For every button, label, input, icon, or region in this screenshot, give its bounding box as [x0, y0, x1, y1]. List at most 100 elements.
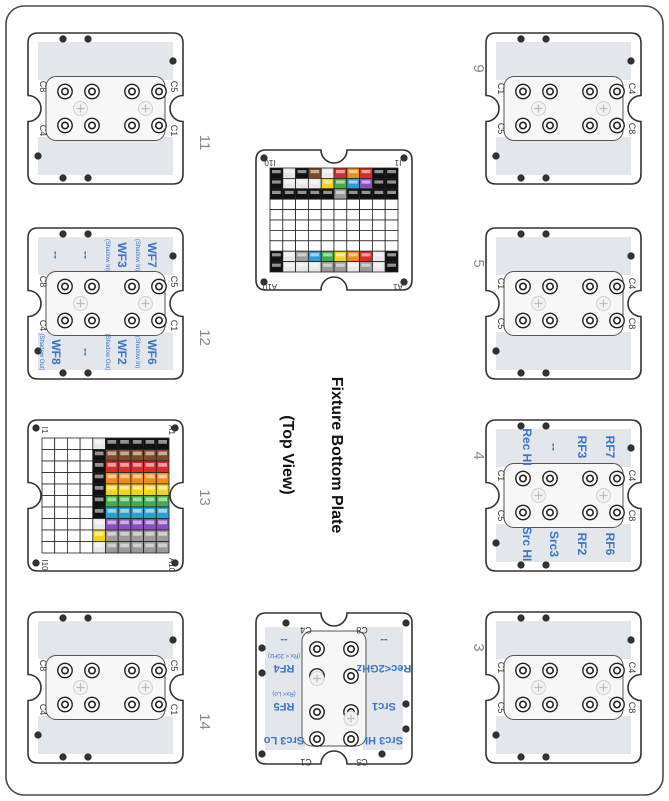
contact-pad-top	[496, 42, 631, 80]
screw-hole	[402, 619, 410, 627]
corner-label-c8: C8	[356, 625, 368, 635]
cell-label-strip	[310, 180, 320, 184]
corner-label-c5: C5	[169, 660, 179, 672]
grid-cell	[282, 219, 296, 231]
connector-pin	[155, 121, 164, 130]
cell-label-strip	[158, 463, 167, 467]
grid-cell	[54, 506, 68, 519]
cell-label-strip	[120, 463, 129, 467]
screw-hole	[517, 369, 525, 377]
cell-label-strip	[120, 543, 129, 548]
corner-label-c8: C8	[38, 276, 48, 288]
screw-hole	[542, 230, 550, 238]
cell-label-strip	[132, 486, 142, 490]
grid-cell	[67, 541, 81, 554]
contact-pad-top	[38, 621, 173, 659]
connector-pin	[545, 121, 554, 130]
corner-label-c4: C4	[627, 278, 637, 290]
cell-label-strip	[145, 497, 155, 502]
bottom-left-sublabel: (Rx< Lo)	[272, 690, 295, 696]
screw-hole	[169, 636, 177, 644]
cell-label-strip	[120, 497, 129, 502]
corner-label-c4: C4	[627, 83, 637, 95]
alignment-cross	[534, 683, 543, 692]
grid-corner-tl: I1	[40, 427, 49, 434]
grid-cell	[41, 506, 56, 519]
cell-label-strip	[145, 543, 155, 548]
screw-hole	[542, 753, 550, 761]
grid-cell	[41, 449, 56, 462]
connector-pin	[545, 282, 554, 291]
cell-label-strip	[387, 180, 396, 184]
wf-sublabel-top: (Shadow In)	[104, 239, 110, 271]
cell-label-strip	[374, 190, 384, 194]
wf-sublabel-bottom: (Shadow Out)	[38, 333, 44, 370]
connector-pin	[585, 700, 594, 709]
connector-pin	[518, 282, 527, 291]
screw-hole	[171, 559, 179, 567]
cell-label-strip	[94, 474, 104, 479]
cell-label-strip	[272, 253, 281, 257]
corner-label-c5: C5	[496, 318, 506, 330]
grid-cell	[54, 483, 68, 496]
grid-cell	[79, 449, 94, 462]
cell-label-strip	[297, 180, 307, 184]
cell-label-strip	[336, 170, 345, 174]
contact-pad-bottom	[38, 137, 173, 175]
cell-label-strip	[297, 263, 307, 267]
grid-cell	[359, 209, 373, 221]
cell-label-strip	[107, 532, 117, 536]
grid-cell	[320, 219, 335, 231]
cell-label-strip	[107, 509, 117, 513]
cell-label-strip	[145, 520, 155, 525]
cell-label-strip	[310, 170, 320, 174]
grid-cell	[359, 240, 373, 252]
wf-label-top: WF7	[145, 242, 159, 268]
cell-label-strip	[145, 463, 155, 467]
connector-pin	[128, 700, 137, 709]
cell-label-strip	[120, 451, 129, 456]
grid-cell	[307, 209, 322, 221]
connector-pin	[612, 474, 621, 483]
alignment-cross	[599, 683, 608, 692]
cell-label-strip	[94, 543, 104, 548]
cell-label-strip	[94, 509, 104, 513]
corner-label-c1: C1	[169, 320, 179, 332]
connector-pin	[88, 316, 97, 325]
connector-pin	[312, 707, 321, 716]
grid-corner-tr: A1	[167, 425, 176, 435]
alignment-cross	[313, 674, 321, 683]
grid-cell	[307, 198, 322, 210]
connector-pin	[612, 121, 621, 130]
screw-hole	[34, 152, 42, 160]
cell-label-strip	[94, 440, 104, 444]
connector-pin	[518, 666, 527, 675]
alignment-cross	[534, 491, 543, 500]
connector-pin	[60, 316, 69, 325]
screw-hole	[32, 424, 40, 432]
screw-hole	[517, 422, 525, 430]
connector-pin	[518, 87, 527, 96]
grid-cell	[79, 541, 94, 554]
cell-label-strip	[158, 509, 167, 513]
grid-cell	[54, 437, 68, 450]
cell-label-strip	[145, 532, 155, 536]
bottom-left-label: RF4	[273, 662, 295, 674]
connector-pin	[612, 700, 621, 709]
cell-label-strip	[374, 180, 384, 184]
grid-cell	[79, 472, 94, 485]
grid-cell	[54, 472, 68, 485]
cell-label-strip	[310, 263, 320, 267]
cell-label-strip	[158, 497, 167, 502]
connector-pin	[612, 87, 621, 96]
connector-pin	[155, 666, 164, 675]
corner-label-c5: C5	[169, 81, 179, 93]
connector-pin	[88, 87, 97, 96]
cell-label-strip	[272, 263, 281, 267]
connector-pin	[518, 316, 527, 325]
